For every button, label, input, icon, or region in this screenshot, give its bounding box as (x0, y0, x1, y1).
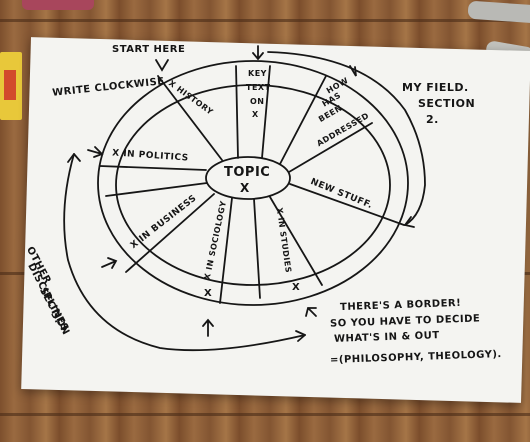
yellow-box-label (4, 70, 16, 100)
plank-seam (0, 413, 530, 416)
segment-sociology-x-mark: X (204, 288, 213, 299)
segment-key-text-4: X (252, 110, 259, 119)
outer-circle (97, 60, 409, 306)
pink-fabric (22, 0, 94, 10)
segment-key-text-2: TEXT (246, 83, 271, 92)
start-here-label: START HERE (112, 44, 186, 55)
segment-key-text-3: ON (250, 97, 265, 106)
inner-circle (115, 84, 391, 286)
my-field-line3: 2. (426, 113, 439, 126)
topic-x-mark: X (240, 181, 250, 195)
segment-studies-x-mark: X (292, 282, 301, 293)
my-field-line2: SECTION (418, 97, 476, 110)
topic-label: TOPIC (224, 165, 271, 180)
my-field-line1: MY FIELD. (402, 81, 469, 94)
segment-key-text-1: KEY (248, 69, 267, 78)
topic-ellipse (205, 156, 291, 200)
plank-seam (0, 19, 530, 22)
